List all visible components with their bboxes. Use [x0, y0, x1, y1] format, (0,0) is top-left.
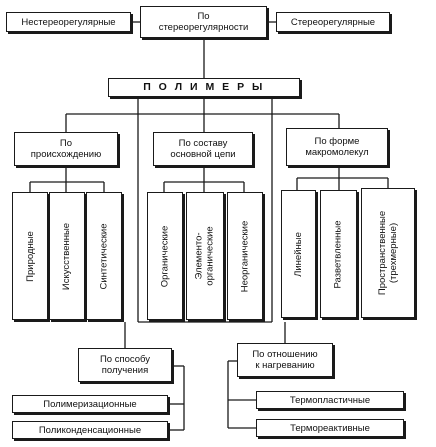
stereoregular-label: Стереорегулярные: [290, 16, 376, 28]
natural-label: Природные: [24, 230, 36, 282]
natural-box: Природные: [12, 192, 48, 320]
by-stereoregularity-label: По стереорегулярности: [158, 11, 249, 33]
synthetic-box: Синтетические: [86, 192, 122, 320]
linear-label: Линейные: [293, 231, 304, 277]
branched-box: Разветвленные: [320, 190, 357, 318]
by-main-chain-label: По составу основной цепи: [170, 138, 236, 160]
thermosetting-label: Термореактивные: [290, 422, 370, 434]
organoelement-box: Элементо- органические: [186, 192, 224, 320]
network-box: Пространственные (трехмерные): [361, 188, 415, 318]
by-heating-label: По отношению к нагреванию: [252, 349, 318, 371]
stereoregular-box: Стереорегулярные: [276, 12, 390, 32]
polymers-title: П О Л И М Е Р Ы: [143, 81, 265, 93]
inorganic-label: Неорганические: [239, 220, 251, 292]
by-origin-box: По происхождению: [14, 132, 118, 166]
by-origin-label: По происхождению: [30, 138, 102, 160]
polycondensation-label: Поликонденсационные: [38, 424, 142, 436]
organoelement-label: Элементо- органические: [194, 226, 217, 286]
inorganic-box: Неорганические: [227, 192, 263, 320]
linear-box: Линейные: [281, 190, 316, 318]
organic-box: Органические: [147, 192, 183, 320]
polymers-title-box: П О Л И М Е Р Ы: [108, 78, 300, 97]
artificial-box: Искусственные: [49, 192, 85, 320]
organic-label: Органические: [159, 225, 171, 287]
by-main-chain-box: По составу основной цепи: [153, 132, 253, 166]
by-production-method-box: По способу получения: [78, 348, 172, 382]
thermoplastic-box: Термопластичные: [256, 391, 404, 409]
by-stereoregularity-box: По стереорегулярности: [140, 6, 267, 38]
by-heating-box: По отношению к нагреванию: [237, 343, 333, 377]
by-production-method-label: По способу получения: [99, 354, 151, 376]
by-macromolecule-shape-box: По форме макромолекул: [286, 128, 388, 166]
thermosetting-box: Термореактивные: [256, 419, 404, 437]
branched-label: Разветвленные: [333, 219, 345, 289]
polymerization-box: Полимеризационные: [12, 395, 168, 413]
thermoplastic-label: Термопластичные: [289, 394, 371, 406]
network-label: Пространственные (трехмерные): [377, 210, 399, 296]
polymerization-label: Полимеризационные: [43, 398, 137, 410]
non-stereoregular-box: Нестереорегулярные: [6, 12, 131, 32]
non-stereoregular-label: Нестереорегулярные: [21, 16, 116, 28]
polycondensation-box: Поликонденсационные: [12, 421, 168, 439]
synthetic-label: Синтетические: [98, 222, 110, 290]
artificial-label: Искусственные: [61, 222, 73, 290]
by-macromolecule-shape-label: По форме макромолекул: [305, 136, 369, 158]
